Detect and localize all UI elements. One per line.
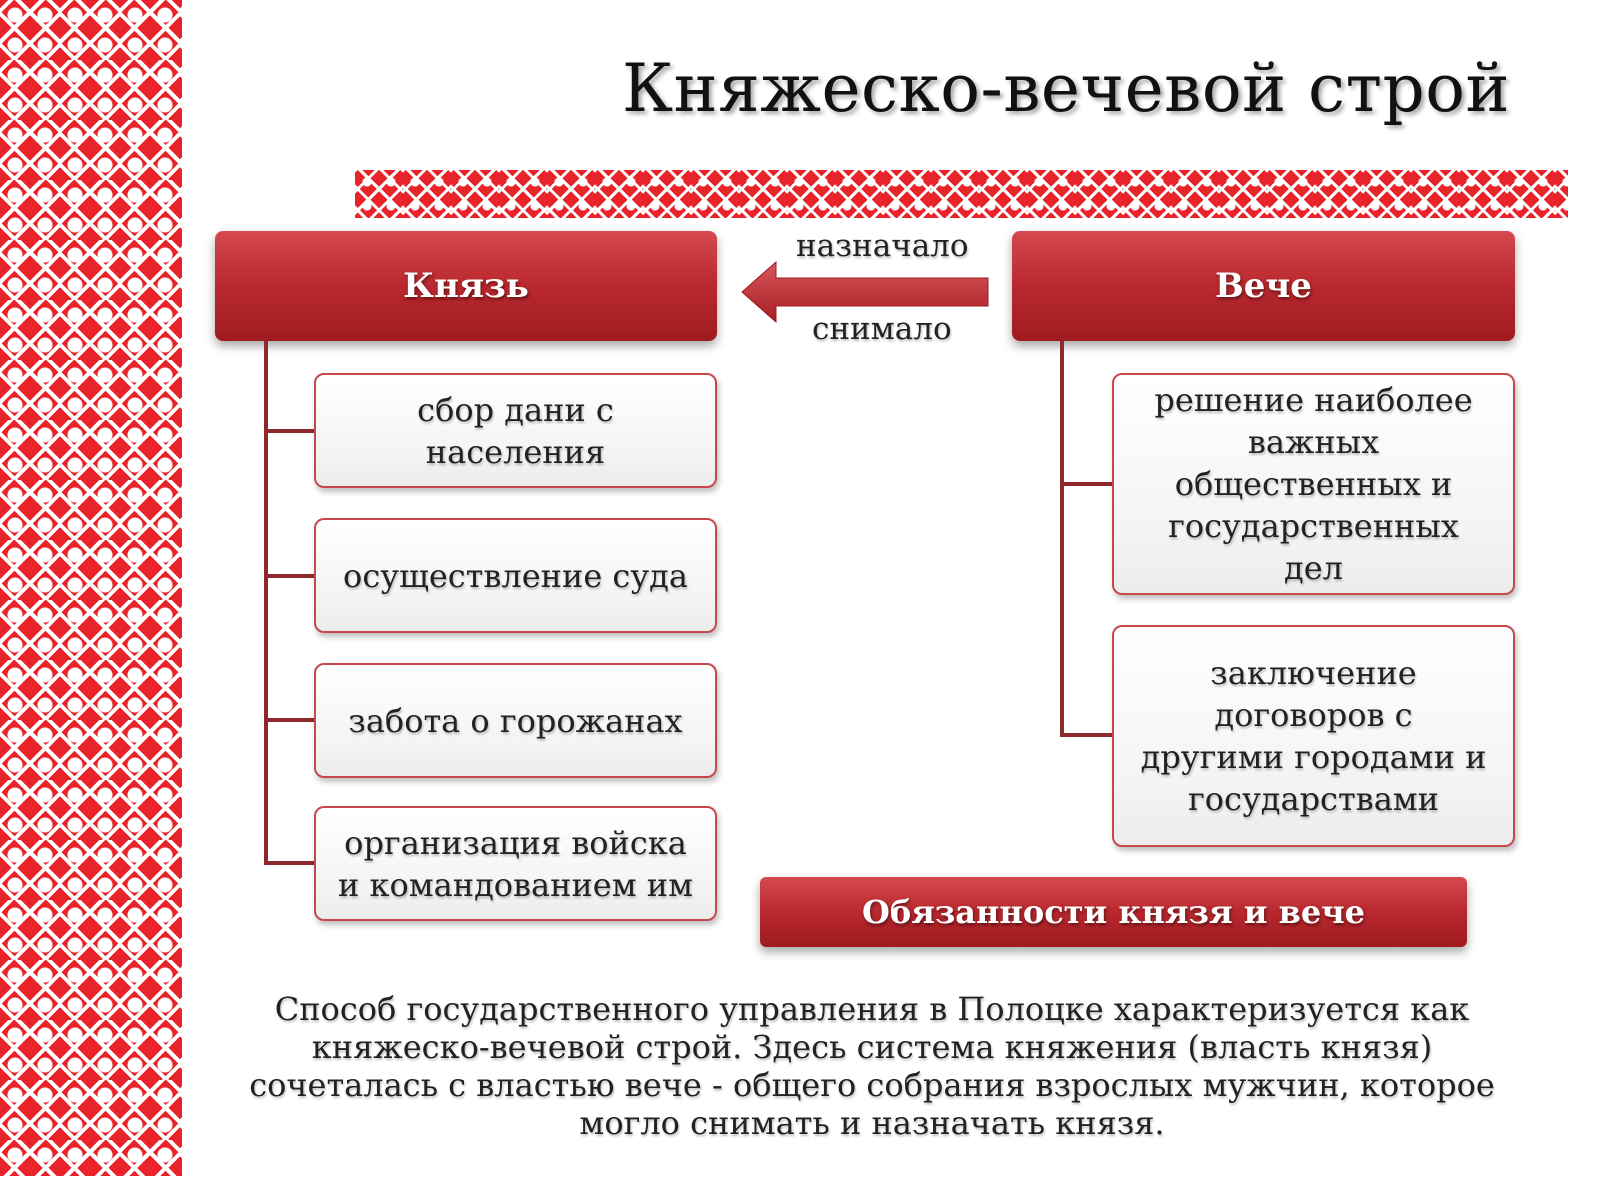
prince-duty-text: осуществление суда xyxy=(343,556,688,595)
prince-connector-branch xyxy=(264,861,316,865)
prince-header: Князь xyxy=(215,231,717,341)
veche-duty-text: решение наиболее важных общественных и г… xyxy=(1154,381,1473,587)
veche-label: Вече xyxy=(1215,266,1312,306)
prince-connector-branch xyxy=(264,718,316,722)
veche-duty-box: заключение договоров с другими городами … xyxy=(1112,625,1515,847)
left-ornament-border xyxy=(0,0,182,1176)
prince-duty-box: осуществление суда xyxy=(314,518,717,633)
left-arrow-icon xyxy=(741,260,989,324)
veche-duty-box: решение наиболее важных общественных и г… xyxy=(1112,373,1515,595)
caption-text: Обязанности князя и вече xyxy=(861,893,1365,931)
prince-duty-box: сбор дани с населения xyxy=(314,373,717,488)
top-ornament-band xyxy=(355,170,1568,218)
description-text: Способ государственного управления в Пол… xyxy=(249,990,1495,1142)
prince-connector-branch xyxy=(264,429,316,433)
prince-connector-trunk xyxy=(264,341,268,865)
prince-connector-branch xyxy=(264,574,316,578)
veche-connector-branch xyxy=(1060,482,1114,486)
prince-duty-text: забота о горожанах xyxy=(348,701,683,740)
prince-duty-box: забота о горожанах xyxy=(314,663,717,778)
veche-connector-branch xyxy=(1060,733,1114,737)
veche-header: Вече xyxy=(1012,231,1515,341)
prince-duty-text: организация войска и командованием им xyxy=(338,823,693,904)
veche-duty-text: заключение договоров с другими городами … xyxy=(1140,654,1487,818)
diagram-caption: Обязанности князя и вече xyxy=(760,877,1467,947)
page-title: Княжеско-вечевой строй xyxy=(622,50,1510,127)
prince-duty-text: сбор дани с населения xyxy=(417,390,614,471)
arrow-label-appointed: назначало xyxy=(796,228,969,264)
prince-label: Князь xyxy=(403,266,529,306)
prince-duty-box: организация войска и командованием им xyxy=(314,806,717,921)
arrow-label-removed: снимало xyxy=(812,311,952,347)
veche-connector-trunk xyxy=(1060,341,1064,737)
